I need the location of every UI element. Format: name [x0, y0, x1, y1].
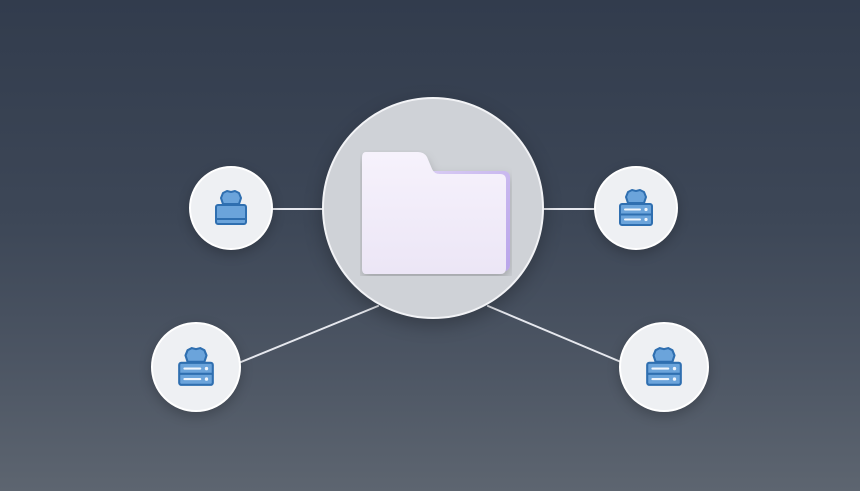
node-left-bottom: [151, 322, 241, 412]
user-server-icon: [646, 347, 682, 386]
node-right-bottom: [619, 322, 709, 412]
central-hub: [322, 97, 544, 319]
folder-icon: [362, 152, 510, 274]
user-workstation-icon: [215, 190, 247, 225]
connector-left-bottom: [240, 305, 379, 363]
user-server-icon: [178, 347, 214, 386]
user-server-icon: [619, 189, 653, 226]
node-left-top: [189, 166, 273, 250]
connector-right-bottom: [487, 305, 622, 363]
node-right-top: [594, 166, 678, 250]
